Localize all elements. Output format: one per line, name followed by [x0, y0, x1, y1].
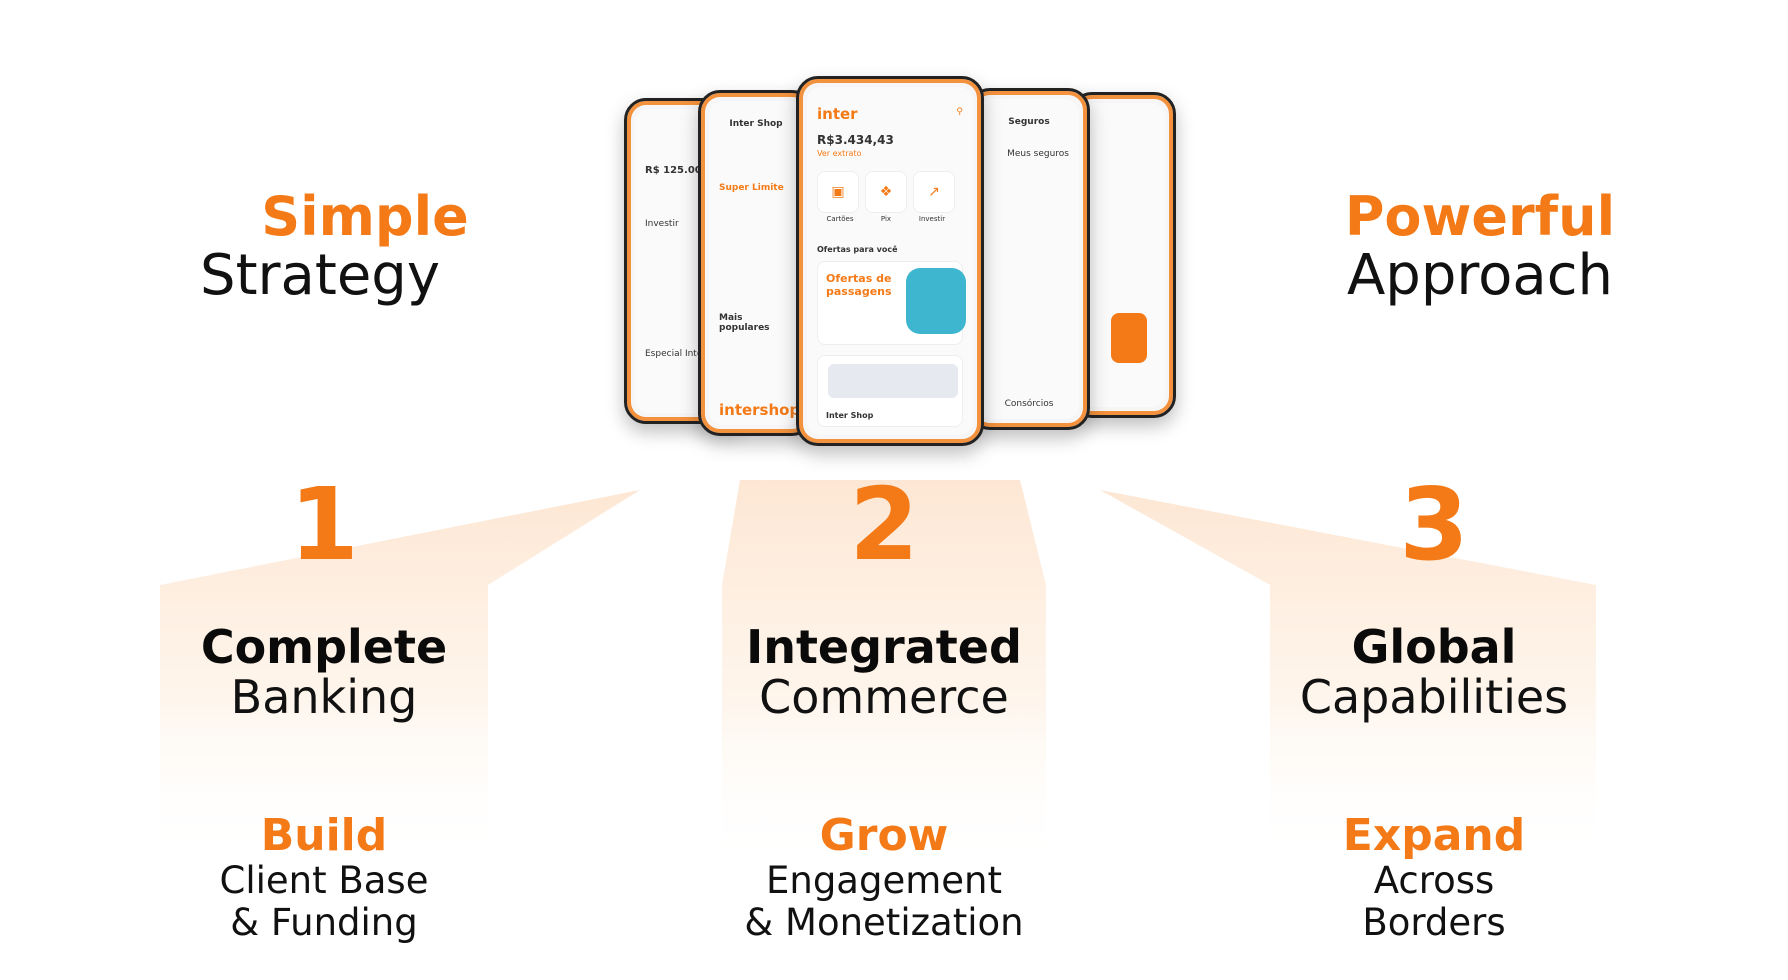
column-1-action-line2: & Funding [230, 901, 418, 944]
column-3-action-strong: Expand [1342, 810, 1526, 861]
column-2: 2 Integrated Commerce Grow Engagement & … [704, 470, 1064, 944]
column-2-title-light: Commerce [759, 670, 1009, 724]
phone-right: Seguros Meus seguros Consórcios [968, 88, 1090, 430]
offer-card: Ofertas de passagens [817, 261, 966, 345]
plane-image [906, 268, 966, 334]
shortcut-cards: ▣ [817, 171, 859, 213]
column-2-title-strong: Integrated [746, 620, 1022, 674]
main-brand: inter [817, 105, 858, 123]
shortcut-label-pix: Pix [880, 215, 892, 223]
column-2-action-line2: & Monetization [744, 901, 1024, 944]
left-promo: Super Limite [719, 183, 784, 193]
luggage-icon [1111, 313, 1147, 363]
shortcut-pix: ❖ [865, 171, 907, 213]
left-title: Inter Shop [729, 119, 783, 129]
right-sub: Meus seguros [1007, 149, 1069, 159]
column-3-title-strong: Global [1351, 620, 1517, 674]
right-heading-strong: Powerful [1344, 185, 1616, 248]
column-3: 3 Global Capabilities Expand Across Bord… [1254, 470, 1614, 944]
shortcut-label-invest: Investir [918, 215, 946, 223]
column-3-action-line1: Across [1373, 859, 1495, 902]
left-heading-light: Strategy [200, 243, 440, 308]
search-icon: ⚲ [956, 107, 963, 117]
offer-title: Ofertas de passagens [826, 272, 892, 298]
left-brand: intershop [719, 401, 801, 419]
main-see-balance: Ver extrato [817, 149, 862, 158]
left-popular: Mais populares [719, 313, 770, 333]
column-1-action-line1: Client Base [219, 859, 429, 902]
far-left-amount: R$ 125.000,0 [645, 165, 720, 176]
column-2-number: 2 [849, 466, 919, 583]
column-3-title-light: Capabilities [1299, 670, 1569, 724]
right-heading-light: Approach [1346, 243, 1614, 308]
column-1-number: 1 [289, 466, 359, 583]
phone-main: inter ⚲ R$3.434,43 Ver extrato ▣❖↗ Cartõ… [796, 76, 984, 446]
right-heading: Powerful Approach [1330, 188, 1630, 306]
far-left-special: Especial Inter [645, 349, 707, 359]
shortcut-label-cards: Cartões [826, 215, 854, 223]
right-title: Seguros [1008, 117, 1050, 127]
column-1-title-light: Banking [230, 670, 418, 724]
column-1-action-strong: Build [260, 810, 388, 861]
far-left-section: Investir [645, 219, 679, 229]
phone-left: Inter Shop Super Limite Mais populares i… [698, 90, 814, 436]
left-heading-strong: Simple [261, 185, 469, 248]
column-2-action-line1: Engagement [765, 859, 1002, 902]
products-image [828, 364, 958, 398]
column-1: 1 Complete Banking Build Client Base & F… [144, 470, 504, 944]
shop-card: Inter Shop [817, 355, 963, 427]
column-1-title-strong: Complete [200, 620, 448, 674]
left-heading: Simple Strategy [150, 188, 490, 306]
shop-label: Inter Shop [826, 411, 874, 420]
main-offers-label: Ofertas para você [817, 245, 898, 254]
column-2-action-strong: Grow [819, 810, 949, 861]
column-3-number: 3 [1399, 466, 1469, 583]
main-balance: R$3.434,43 [817, 133, 894, 147]
column-3-action-line2: Borders [1362, 901, 1506, 944]
right-footer: Consórcios [1004, 399, 1054, 409]
shortcut-invest: ↗ [913, 171, 955, 213]
